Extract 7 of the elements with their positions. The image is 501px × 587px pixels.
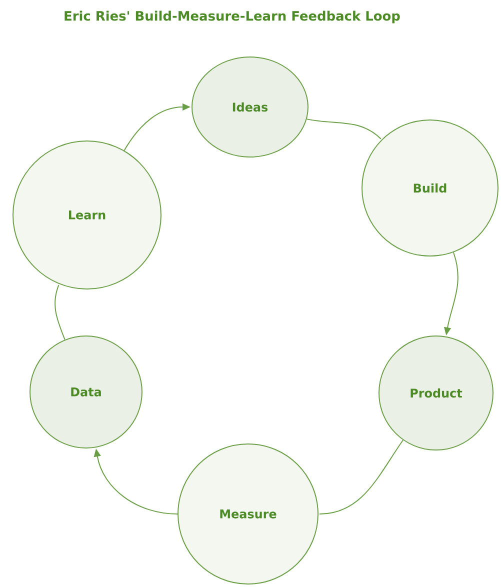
circle-node: Product — [378, 336, 494, 450]
circle-node: Data — [30, 336, 142, 448]
circle-node: Build — [362, 120, 498, 256]
circle-node: Measure — [178, 444, 318, 584]
circle-node: Learn — [12, 140, 162, 290]
ellipse-node: Ideas — [192, 56, 308, 158]
title: Eric Ries' Build-Measure-Learn Feedback Loop — [64, 10, 400, 24]
